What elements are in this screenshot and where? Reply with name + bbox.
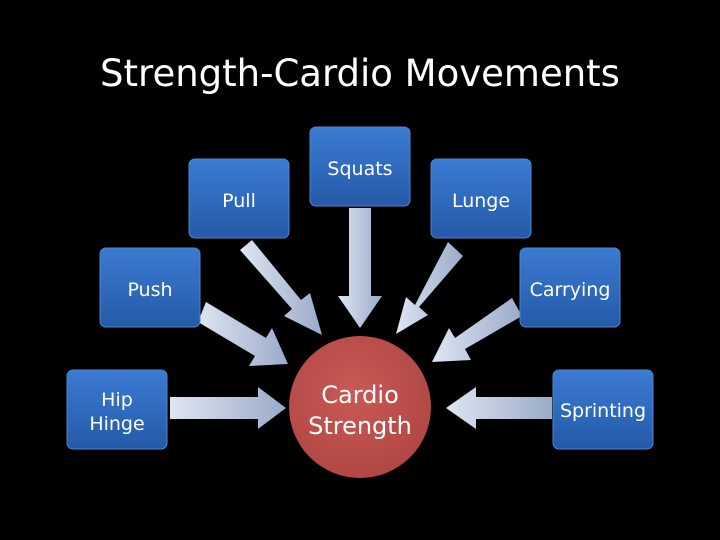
node-carrying: Carrying bbox=[519, 247, 621, 328]
node-label: Push bbox=[127, 279, 172, 301]
node-label: Hinge bbox=[89, 413, 144, 435]
hub-node: Cardio Strength bbox=[289, 336, 431, 478]
arrow-lunge bbox=[396, 242, 463, 334]
arrow-pull bbox=[240, 240, 322, 335]
arrow-push bbox=[198, 302, 288, 366]
node-lunge: Lunge bbox=[430, 158, 532, 239]
node-label: Squats bbox=[327, 158, 392, 180]
arrow-sprinting bbox=[446, 387, 552, 429]
node-box bbox=[519, 247, 621, 328]
arrow-carrying bbox=[432, 298, 522, 362]
node-label: Hip bbox=[101, 389, 133, 411]
node-push: Push bbox=[99, 247, 201, 328]
hub-circle bbox=[289, 336, 431, 478]
node-pull: Pull bbox=[188, 158, 290, 239]
arrow-squats bbox=[338, 208, 382, 328]
arrows-group bbox=[170, 208, 552, 429]
hub-label-line-1: Cardio bbox=[321, 381, 399, 409]
node-box bbox=[99, 247, 201, 328]
hub-label-line-2: Strength bbox=[308, 412, 412, 440]
node-box bbox=[188, 158, 290, 239]
arrow-hip-hinge bbox=[170, 387, 286, 429]
node-box bbox=[66, 369, 168, 450]
node-label: Carrying bbox=[530, 279, 611, 301]
node-sprinting: Sprinting bbox=[552, 369, 654, 450]
node-box bbox=[309, 126, 411, 207]
slide-title: Strength-Cardio Movements bbox=[100, 52, 620, 95]
node-hip-hinge: Hip Hinge bbox=[66, 369, 168, 450]
node-squats: Squats bbox=[309, 126, 411, 207]
node-box bbox=[552, 369, 654, 450]
node-label: Sprinting bbox=[560, 400, 646, 422]
node-label: Pull bbox=[222, 190, 256, 212]
node-box bbox=[430, 158, 532, 239]
node-label: Lunge bbox=[452, 190, 510, 212]
